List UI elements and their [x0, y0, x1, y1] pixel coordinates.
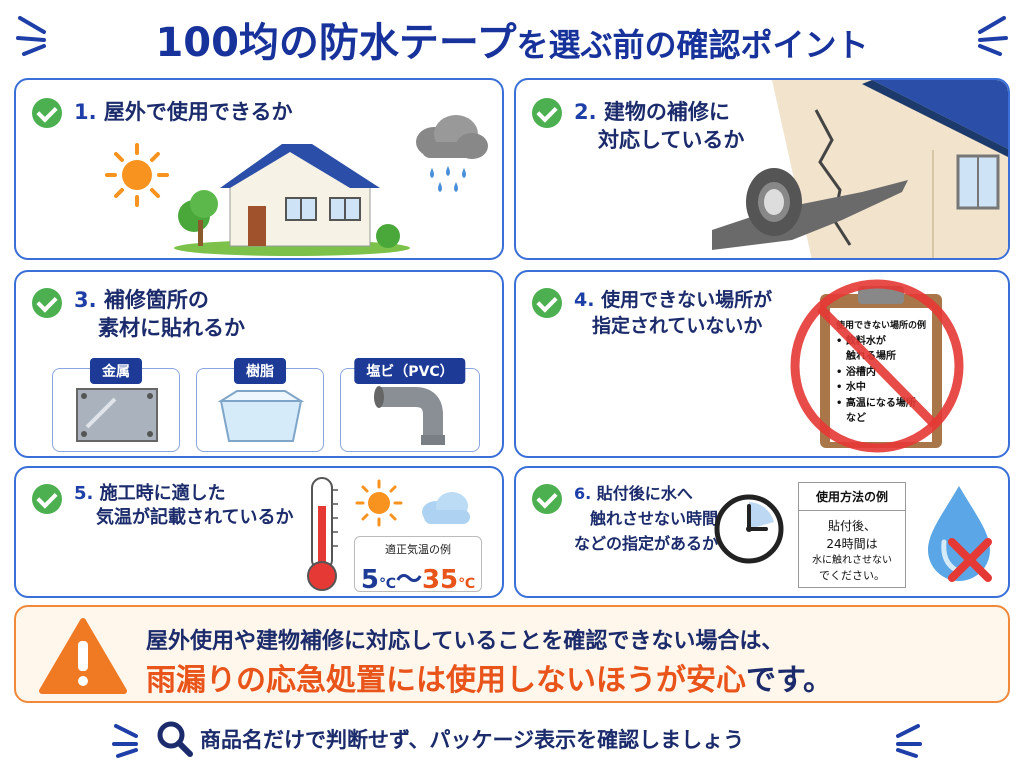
temp-high: 35	[421, 565, 459, 595]
warning-banner: 屋外使用や建物補修に対応していることを確認できない場合は、 雨漏りの応急処置には…	[14, 605, 1010, 703]
material-metal: 金属	[52, 358, 180, 452]
burst-left-icon	[16, 16, 46, 56]
clipboard-title: 使用できない場所の例	[836, 321, 927, 331]
card-title: 5. 施工時に適した 気温が記載されているか	[74, 482, 293, 531]
title-emphasis: 100均の防水テープ	[155, 20, 517, 66]
footer: 商品名だけで判断せず、パッケージ表示を確認しましょう	[0, 710, 1024, 768]
card-number: 3.	[74, 288, 97, 312]
card-title: 3. 補修箇所の 素材に貼れるか	[74, 286, 245, 343]
burst-left-icon	[112, 724, 138, 758]
temp-unit: ℃	[458, 576, 476, 592]
card-building-repair: 2. 建物の補修に 対応しているか	[514, 78, 1010, 260]
warning-tail: です。	[746, 663, 833, 698]
card-text-line1: 補修箇所の	[103, 288, 209, 312]
temperature-range: 5℃〜35℃	[355, 559, 481, 596]
material-pvc: 塩ビ（PVC）	[340, 358, 480, 452]
tape-icon	[712, 80, 1008, 258]
metal-plate-icon	[76, 388, 158, 442]
sun-icon	[105, 143, 169, 207]
card-number: 1.	[74, 100, 97, 124]
temp-unit: ℃	[378, 576, 396, 592]
material-resin: 樹脂	[196, 358, 324, 452]
material-label: 塩ビ（PVC）	[354, 358, 466, 384]
material-label: 金属	[90, 358, 142, 384]
page-title: 100均の防水テープを選ぶ前の確認ポイント	[52, 10, 972, 68]
burst-right-icon	[896, 724, 922, 758]
rain-cloud-icon	[416, 115, 488, 192]
card-title: 4. 使用できない場所が 指定されていないか	[574, 288, 772, 339]
card-temperature: 5. 施工時に適した 気温が記載されているか 適正気温の例 5℃〜35℃	[14, 466, 504, 598]
card-prohibited-place: 4. 使用できない場所が 指定されていないか 使用できない場所の例 • 飲料水が…	[514, 270, 1010, 458]
clipboard-item: など	[846, 413, 866, 425]
clipboard-item: 高温になる場所	[845, 397, 916, 409]
check-icon	[32, 288, 62, 318]
check-icon	[532, 484, 562, 514]
clipboard-item: 浴槽内	[845, 366, 876, 378]
check-icon	[32, 484, 62, 514]
warning-icon	[39, 618, 127, 694]
card-outdoor-use: 1. 屋外で使用できるか	[14, 78, 504, 260]
card-text-line1: 使用できない場所が	[601, 289, 773, 311]
cloud-icon	[422, 492, 470, 524]
clock-icon	[714, 494, 784, 564]
resin-tray-icon	[217, 390, 305, 442]
material-label: 樹脂	[234, 358, 286, 384]
card-text-line1: 施工時に適した	[99, 483, 226, 504]
card-text: 屋外で使用できるか	[103, 100, 293, 124]
card-text-line2: 素材に貼れるか	[98, 316, 245, 341]
card-text-line2: 指定されていないか	[592, 314, 763, 337]
check-icon	[532, 98, 562, 128]
card-number: 2.	[574, 100, 597, 124]
clipboard-item: 飲料水が	[845, 335, 886, 347]
prohibited-icon	[790, 279, 964, 453]
card-material: 3. 補修箇所の 素材に貼れるか 金属 樹脂 塩ビ（PVC）	[14, 270, 504, 458]
card-water-time: 6. 貼付後に水へ 触れさせない時間 などの指定があるか 使用方法の例 貼付後、…	[514, 466, 1010, 598]
temp-low: 5	[360, 565, 379, 595]
search-icon	[157, 721, 193, 757]
check-icon	[532, 288, 562, 318]
usage-line: でください。	[819, 569, 885, 582]
title-rest: を選ぶ前の確認ポイント	[516, 26, 869, 64]
usage-line: 24時間は	[826, 537, 878, 551]
warning-emphasis: 雨漏りの応急処置には使用しないほうが安心です。	[146, 655, 833, 699]
card-text-line2: 触れさせない時間	[590, 508, 719, 528]
usage-line: 貼付後、	[827, 519, 876, 533]
warning-text: 屋外使用や建物補修に対応していることを確認できない場合は、	[146, 629, 784, 654]
card-number: 5.	[74, 483, 94, 504]
title-bar: 100均の防水テープを選ぶ前の確認ポイント	[0, 0, 1024, 70]
temperature-example: 適正気温の例 5℃〜35℃	[354, 536, 482, 595]
pvc-pipe-icon	[374, 386, 445, 445]
water-drop-icon	[928, 486, 992, 582]
card-number: 6.	[574, 484, 592, 503]
card-number: 4.	[574, 289, 595, 311]
sun-icon	[355, 479, 403, 527]
card-text-line2: 対応しているか	[598, 128, 745, 153]
house-icon	[174, 144, 410, 256]
warning-emphasis-text: 雨漏りの応急処置には使用しないほうが安心	[146, 663, 746, 698]
clipboard-content: 使用できない場所の例 • 飲料水が 触れる場所 • 浴槽内 • 水中 • 高温に…	[836, 320, 930, 427]
card-text-line2: 気温が記載されているか	[96, 507, 294, 529]
usage-body: 貼付後、 24時間は 水に触れさせない でください。	[799, 511, 905, 591]
check-icon	[32, 98, 62, 128]
footer-text: 商品名だけで判断せず、パッケージ表示を確認しましょう	[200, 728, 745, 752]
temperature-caption: 適正気温の例	[385, 543, 451, 556]
temp-separator: 〜	[395, 565, 422, 595]
card-text-line1: 貼付後に水へ	[596, 484, 693, 503]
thermometer-icon	[307, 477, 338, 591]
clipboard-item: 水中	[845, 382, 866, 394]
card-title: 1. 屋外で使用できるか	[74, 98, 293, 126]
usage-line: 水に触れさせない	[812, 555, 892, 566]
card-text-line3: などの指定があるか	[574, 533, 719, 553]
card-title: 2. 建物の補修に 対応しているか	[574, 98, 744, 155]
usage-title: 使用方法の例	[799, 483, 905, 511]
card-title: 6. 貼付後に水へ 触れさせない時間 などの指定があるか	[574, 482, 718, 556]
burst-right-icon	[978, 16, 1008, 56]
usage-example: 使用方法の例 貼付後、 24時間は 水に触れさせない でください。	[798, 482, 906, 588]
card-text-line1: 建物の補修に	[603, 100, 730, 124]
